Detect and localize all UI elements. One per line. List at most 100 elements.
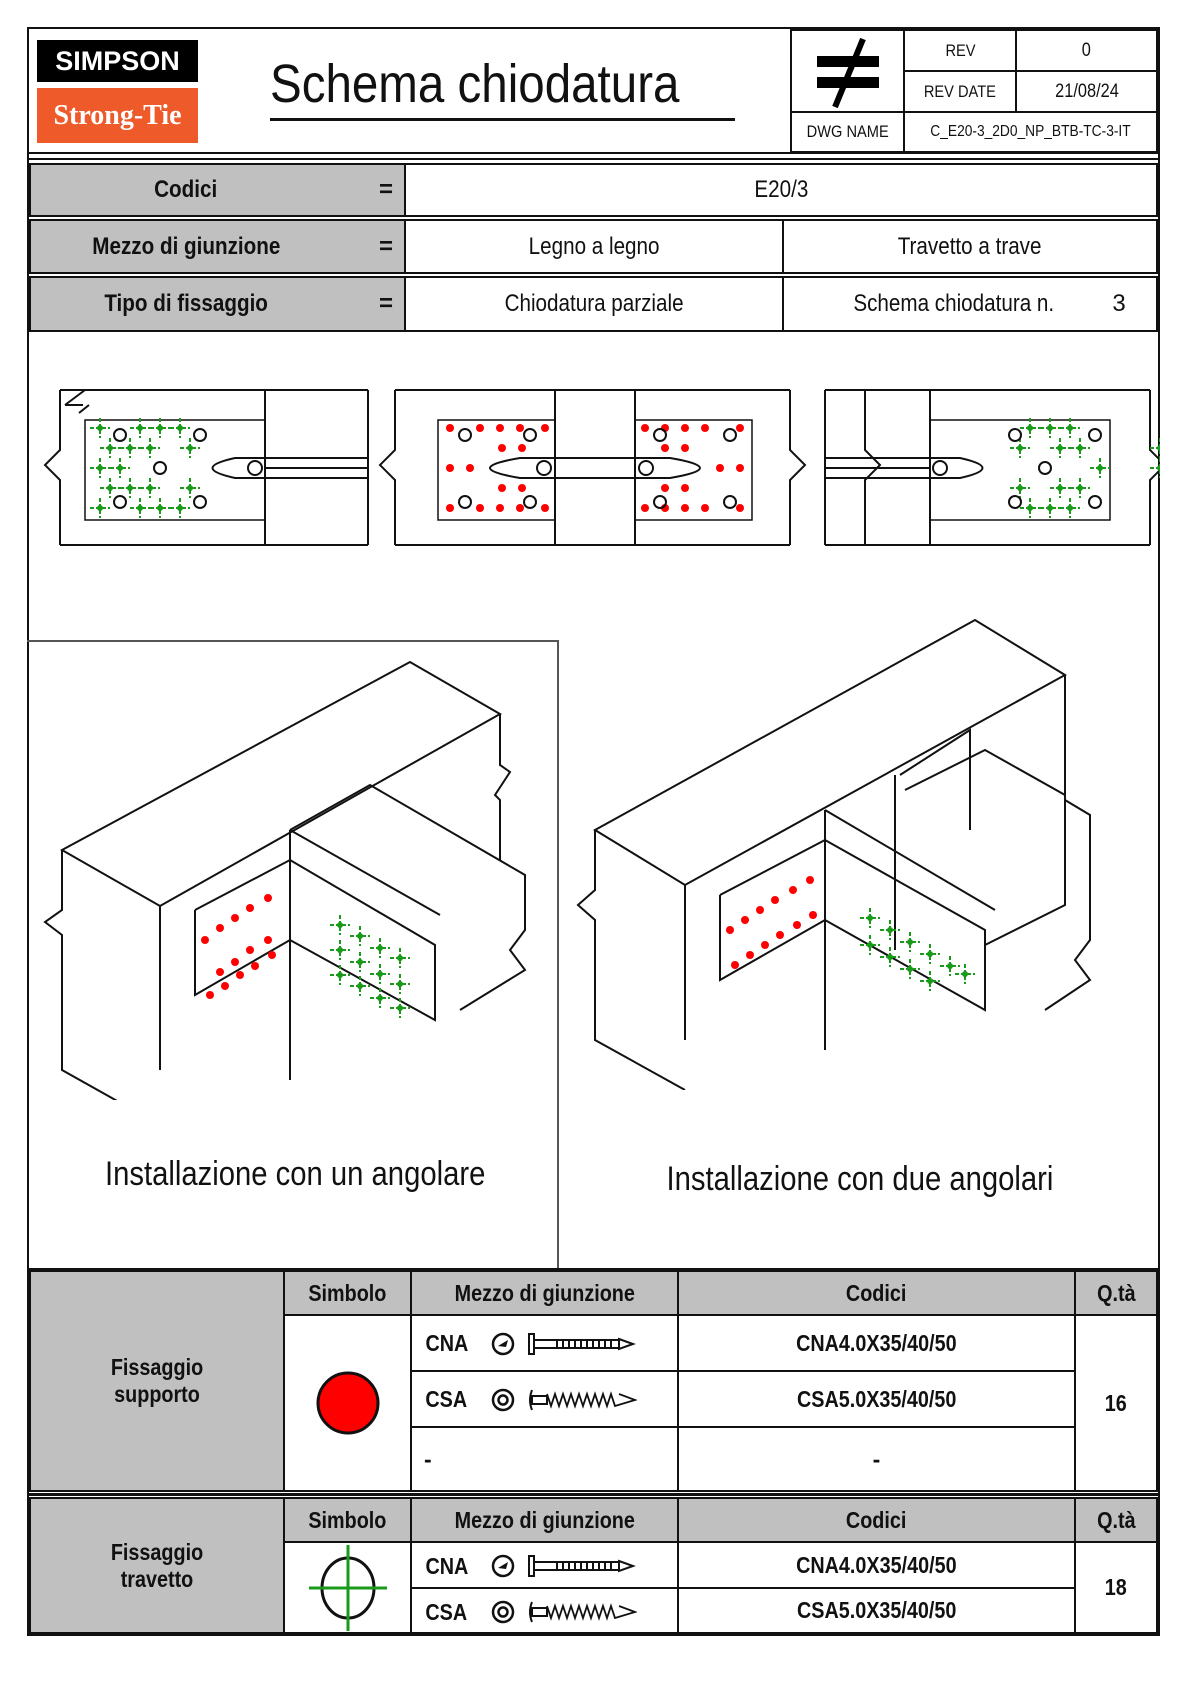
- schema-number: 3: [1112, 290, 1126, 317]
- red-dot-icon: [316, 1371, 379, 1435]
- caption-text: Installazione con due angolari: [666, 1160, 1054, 1198]
- header-text: Q.tà: [1096, 1279, 1136, 1306]
- header-text: Q.tà: [1096, 1506, 1136, 1533]
- header-qty: Q.tà: [1074, 1270, 1158, 1316]
- support-fastener-mark: [246, 946, 254, 954]
- joist-fastener-mark: [120, 478, 140, 498]
- joist-fastener-mark: [1150, 458, 1160, 478]
- means-text: CSA: [425, 1599, 468, 1625]
- support-fastener-mark: [756, 906, 764, 914]
- nail-head-icon: [491, 1332, 515, 1356]
- joist-fastener-mark: [350, 952, 370, 972]
- plan-view-center: [378, 389, 807, 546]
- dwg-name-label-text: DWG NAME: [806, 122, 889, 141]
- means-row-cna-2: CNA: [410, 1541, 679, 1589]
- header-symbol: Simbolo: [283, 1270, 412, 1316]
- logo-line2: Strong-Tie: [53, 99, 182, 131]
- support-fastener-mark: [446, 424, 454, 432]
- support-fastener-mark: [661, 484, 669, 492]
- code-row-cna-2: CNA4.0X35/40/50: [677, 1541, 1076, 1589]
- code-text: CNA4.0X35/40/50: [796, 1329, 957, 1356]
- bolt-hole-icon: [1038, 461, 1052, 475]
- joist-fastener-mark: [130, 418, 150, 438]
- support-fastener-mark: [641, 424, 649, 432]
- joist-fastener-mark: [120, 438, 140, 458]
- support-fastener-mark: [201, 936, 209, 944]
- joist-fastener-mark: [920, 944, 940, 964]
- not-equal-icon: [817, 37, 879, 109]
- header-divider: [27, 152, 1160, 154]
- qty-text: 16: [1104, 1389, 1128, 1416]
- support-fastener-mark: [216, 968, 224, 976]
- code-row-csa: CSA5.0X35/40/50: [677, 1370, 1076, 1428]
- bolt-hole-icon: [1008, 428, 1022, 442]
- bolt-hole-icon: [113, 428, 127, 442]
- symbol-cell-supporto: [283, 1314, 412, 1492]
- joist-fastener-mark: [90, 498, 110, 518]
- support-fastener-mark: [246, 904, 254, 912]
- symbol-cell-travetto: [283, 1541, 412, 1634]
- support-fastener-mark: [231, 958, 239, 966]
- rev-label: REV: [903, 29, 1017, 72]
- header-codes: Codici: [677, 1270, 1076, 1316]
- support-fastener-mark: [466, 464, 474, 472]
- joist-fastener-mark: [330, 965, 350, 985]
- code-text: -: [872, 1445, 881, 1472]
- page-title-text: Schema chiodatura: [270, 54, 680, 114]
- header-means: Mezzo di giunzione: [410, 1270, 679, 1316]
- joist-fastener-mark: [1060, 418, 1080, 438]
- means-text: -: [424, 1446, 432, 1472]
- support-fastener-mark: [518, 484, 526, 492]
- joist-fastener-mark: [90, 418, 110, 438]
- bolt-hole-icon: [723, 428, 737, 442]
- means-row-csa: CSA: [410, 1370, 679, 1428]
- dwg-name-value-text: C_E20-3_2D0_NP_BTB-TC-3-IT: [930, 123, 1131, 140]
- support-fastener-mark: [231, 914, 239, 922]
- bolt-hole-icon: [653, 428, 667, 442]
- drawing-frame: [27, 27, 1160, 1636]
- header-qty-2: Q.tà: [1074, 1497, 1158, 1543]
- support-fastener-mark: [776, 931, 784, 939]
- joist-fastener-mark: [350, 976, 370, 996]
- bolt-hole-icon: [193, 495, 207, 509]
- support-fastener-mark: [251, 962, 259, 970]
- info-value-text: Travetto a trave: [898, 232, 1042, 260]
- plan-views: [43, 389, 1160, 546]
- support-fastener-mark: [541, 424, 549, 432]
- support-fastener-mark: [681, 444, 689, 452]
- support-fastener-mark: [206, 991, 214, 999]
- joist-fastener-mark: [370, 938, 390, 958]
- support-fastener-mark: [476, 424, 484, 432]
- joist-fastener-mark: [180, 438, 200, 458]
- joist-fastener-mark: [390, 948, 410, 968]
- joist-fastener-mark: [330, 940, 350, 960]
- group-supporto-label: Fissaggio supporto: [29, 1270, 285, 1492]
- joist-fastener-mark: [110, 458, 130, 478]
- joist-fastener-mark: [150, 418, 170, 438]
- joist-fastener-mark: [955, 964, 975, 984]
- iso-divider-vertical: [557, 640, 559, 1270]
- joist-fastener-mark: [100, 438, 120, 458]
- iso-view-two-brackets: [576, 618, 1092, 1090]
- joist-fastener-mark: [880, 947, 900, 967]
- rev-date-label: REV DATE: [903, 70, 1017, 113]
- qty-supporto: 16: [1074, 1314, 1158, 1492]
- group-divider: [27, 1493, 1160, 1496]
- support-fastener-mark: [264, 894, 272, 902]
- joist-fastener-mark: [1040, 498, 1060, 518]
- support-fastener-mark: [716, 464, 724, 472]
- equals-sign: =: [378, 290, 393, 317]
- info-value-tipo-b: Schema chiodatura n. 3: [782, 276, 1158, 332]
- info-value-tipo-a: Chiodatura parziale: [404, 276, 784, 332]
- group-label-text: Fissaggio travetto: [110, 1538, 204, 1592]
- caption-text: Installazione con un angolare: [104, 1155, 486, 1193]
- group-travetto-label: Fissaggio travetto: [29, 1497, 285, 1634]
- info-value-text: Chiodatura parziale: [504, 290, 684, 317]
- support-fastener-mark: [681, 504, 689, 512]
- screw-head-icon: [491, 1600, 515, 1624]
- caption-two-brackets: Installazione con due angolari: [600, 1160, 1120, 1199]
- info-value-text: Legno a legno: [528, 232, 660, 260]
- support-fastener-mark: [264, 936, 272, 944]
- joist-fastener-mark: [920, 971, 940, 991]
- header-means-2: Mezzo di giunzione: [410, 1497, 679, 1543]
